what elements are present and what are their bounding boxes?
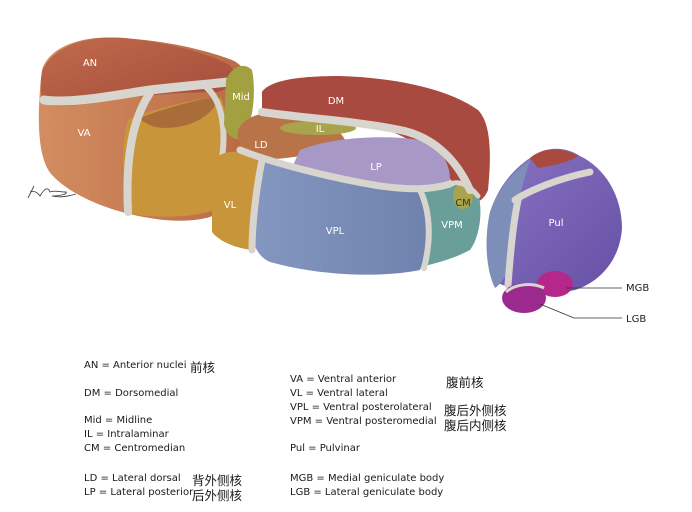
legend-vpm-chinese: 腹后内侧核 xyxy=(444,418,507,433)
legend-vpm: VPM = Ventral posteromedial xyxy=(290,416,437,427)
middle-lamina-4 xyxy=(417,187,432,271)
label-lp: LP xyxy=(370,162,382,173)
legend-dm: DM = Dorsomedial xyxy=(84,388,179,399)
legend-lgb: LGB = Lateral geniculate body xyxy=(290,487,444,498)
posterior-block xyxy=(486,148,622,313)
external-lamina-anterior xyxy=(123,89,154,216)
anterior-inner-face xyxy=(140,96,220,128)
lgb-callout-line xyxy=(539,303,575,319)
middle-lamina-3 xyxy=(248,156,266,254)
legend-vpl-chinese: 腹后外侧核 xyxy=(444,403,507,418)
thalamus-diagram: AN VA Mid DM IL LD LP VL VPL VPM CM Pul … xyxy=(27,37,649,325)
label-mid: Mid xyxy=(232,92,250,103)
label-cm: CM xyxy=(455,198,471,209)
region-pul-dark-top xyxy=(530,149,578,168)
legend-il: IL = Intralaminar xyxy=(84,429,169,440)
region-pul-side xyxy=(486,160,530,288)
artist-signature xyxy=(27,185,77,199)
legend-lp-chinese: 后外侧核 xyxy=(192,488,243,503)
label-vpl: VPL xyxy=(326,226,345,237)
label-vl: VL xyxy=(224,200,237,211)
legend-va: VA = Ventral anterior xyxy=(290,374,397,385)
legend-an-chinese: 前核 xyxy=(190,360,216,375)
legend-cm: CM = Centromedian xyxy=(84,443,186,454)
label-an: AN xyxy=(83,58,97,69)
legend-vpl: VPL = Ventral posterolateral xyxy=(290,402,432,413)
label-vpm: VPM xyxy=(441,220,463,231)
region-vl-anterior xyxy=(122,96,227,217)
middle-lamina-5 xyxy=(447,180,481,199)
middle-block xyxy=(212,76,490,275)
legend-mid: Mid = Midline xyxy=(84,415,153,426)
posterior-lamina-2 xyxy=(504,196,522,289)
legend-an: AN = Anterior nuclei xyxy=(84,360,187,371)
label-dm: DM xyxy=(328,96,344,107)
middle-lamina-1 xyxy=(258,108,474,194)
legend-vl: VL = Ventral lateral xyxy=(290,388,388,399)
lgb-highlight xyxy=(505,283,545,294)
label-pul: Pul xyxy=(549,218,564,229)
anterior-block xyxy=(38,37,250,221)
middle-lamina-2 xyxy=(236,146,454,193)
label-va: VA xyxy=(77,128,90,139)
label-mgb: MGB xyxy=(626,283,649,294)
legend-pul: Pul = Pulvinar xyxy=(290,443,360,454)
legend-mgb: MGB = Medial geniculate body xyxy=(290,473,445,484)
region-dm xyxy=(262,76,490,203)
label-il: IL xyxy=(316,124,325,135)
legend-lp: LP = Lateral posterior xyxy=(84,487,194,498)
legend-ld: LD = Lateral dorsal xyxy=(84,473,181,484)
region-mgb xyxy=(537,271,573,297)
legend-va-chinese: 腹前核 xyxy=(446,375,484,390)
legend-ld-chinese: 背外侧核 xyxy=(192,473,243,488)
label-lgb: LGB xyxy=(626,314,646,325)
label-ld: LD xyxy=(254,140,268,151)
region-lgb xyxy=(502,283,546,313)
